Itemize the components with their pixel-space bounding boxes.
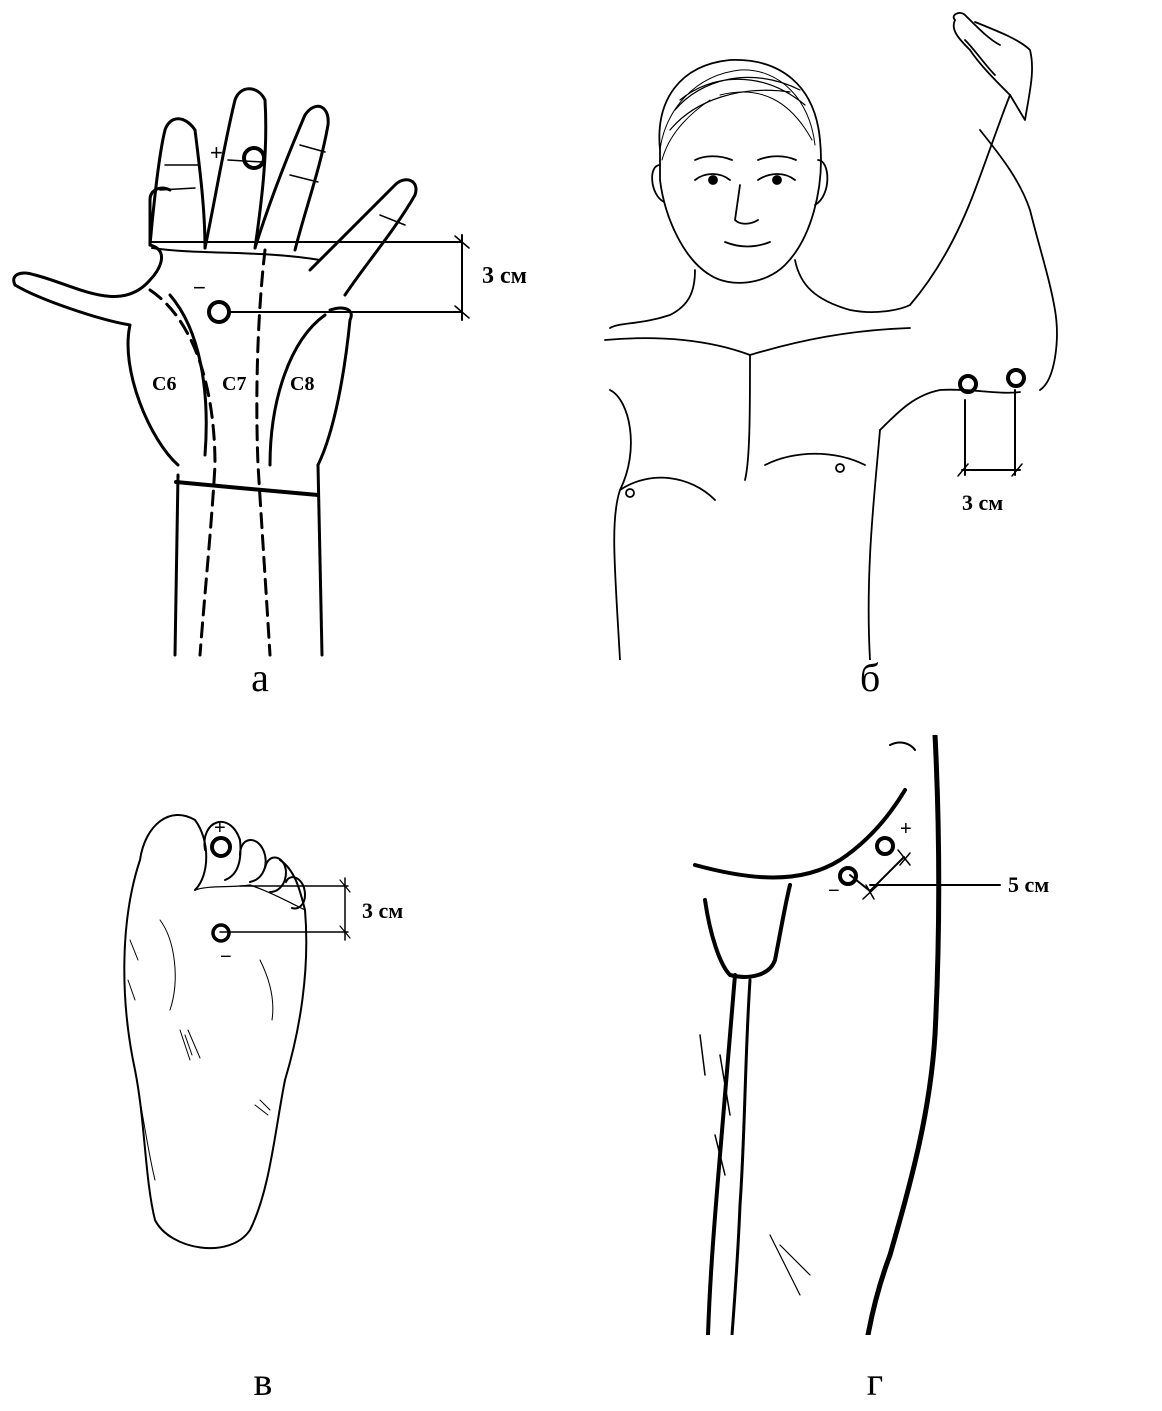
zone-label-c6: С6 — [152, 373, 176, 395]
caption-b: б — [840, 658, 900, 698]
measure-label-hand: 3 см — [482, 263, 527, 289]
electrode-positive-thigh — [877, 838, 893, 854]
torso-diagram: 3 см — [600, 10, 1162, 660]
measure-label-foot: 3 см — [362, 898, 403, 923]
panel-v-foot: + − 3 см — [100, 800, 500, 1270]
zone-label-c8: С8 — [290, 373, 314, 395]
panel-a-hand: + − 3 см С6 С7 С8 — [0, 70, 600, 660]
caption-g: г — [845, 1362, 905, 1402]
electrode-negative-foot — [213, 925, 229, 941]
minus-sign-thigh: − — [828, 880, 840, 902]
panel-b-torso: 3 см — [600, 10, 1162, 660]
measure-label-thigh: 5 см — [1008, 872, 1049, 897]
minus-sign-hand: − — [193, 275, 206, 300]
thigh-diagram: + − 5 см — [690, 735, 1110, 1335]
plus-sign-foot: + — [214, 817, 226, 839]
electrode-axilla-2 — [1008, 370, 1024, 386]
caption-v: в — [233, 1362, 293, 1402]
plus-sign-hand: + — [210, 140, 223, 165]
electrode-positive-foot — [212, 838, 230, 856]
caption-a: а — [230, 658, 290, 698]
electrode-negative-thigh — [840, 868, 856, 884]
electrode-positive-hand — [244, 148, 264, 168]
minus-sign-foot: − — [220, 946, 232, 968]
panel-g-thigh: + − 5 см — [690, 735, 1110, 1335]
zone-label-c7: С7 — [222, 373, 246, 395]
foot-diagram: + − 3 см — [100, 800, 500, 1270]
electrode-negative-hand — [209, 302, 229, 322]
hand-diagram: + − 3 см С6 С7 С8 — [0, 70, 600, 660]
measure-label-torso: 3 см — [962, 490, 1003, 515]
plus-sign-thigh: + — [900, 818, 912, 840]
